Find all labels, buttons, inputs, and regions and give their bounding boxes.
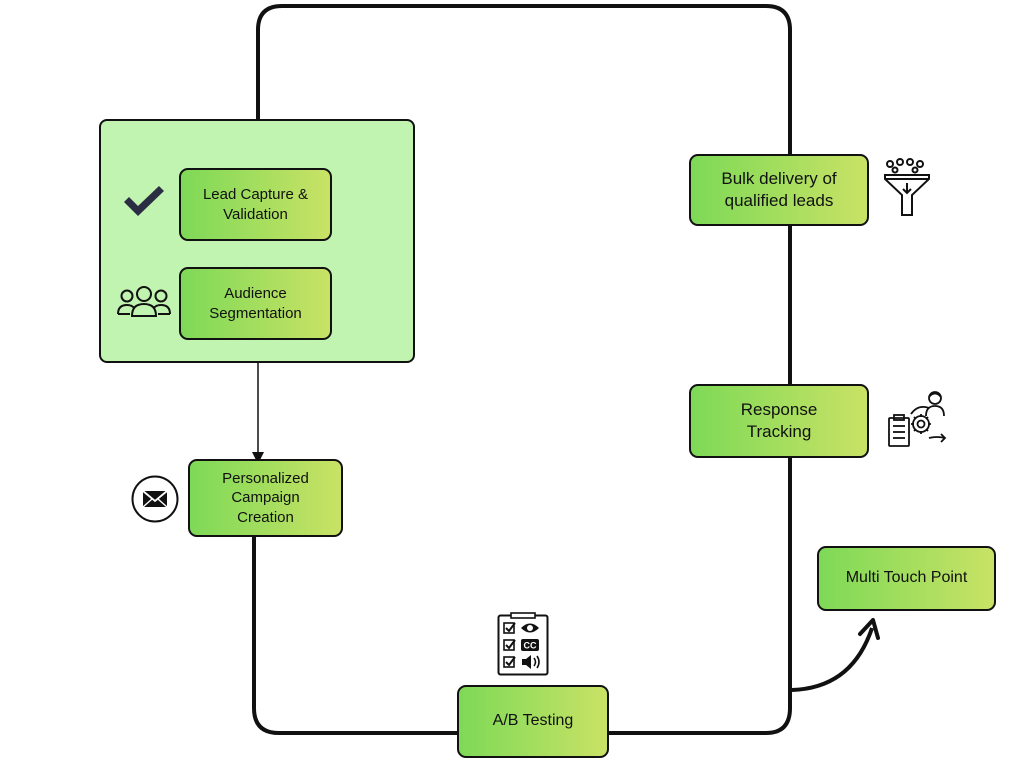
tracking-process-icon [888,391,947,447]
filter-funnel-icon [884,158,930,216]
loop-line [256,4,792,735]
svg-text:CC: CC [524,641,537,651]
multi-touch-arrowhead [858,618,880,640]
ab-testing-node[interactable]: A/B Testing [457,685,609,758]
campaign-to-ab-line [252,537,458,735]
checklist-clipboard-icon: CC [497,612,549,676]
personalized-campaign-node[interactable]: Personalized Campaign Creation [188,459,343,537]
multi-touch-arrow [791,627,874,692]
audience-segmentation-node[interactable]: Audience Segmentation [179,267,332,340]
checkmark-icon [124,186,164,216]
lead-capture-node[interactable]: Lead Capture & Validation [179,168,332,241]
bulk-delivery-node[interactable]: Bulk delivery of qualified leads [689,154,869,226]
multi-touch-point-node[interactable]: Multi Touch Point [817,546,996,611]
response-tracking-node[interactable]: Response Tracking [689,384,869,458]
people-group-icon [117,286,171,317]
envelope-icon [131,475,179,523]
